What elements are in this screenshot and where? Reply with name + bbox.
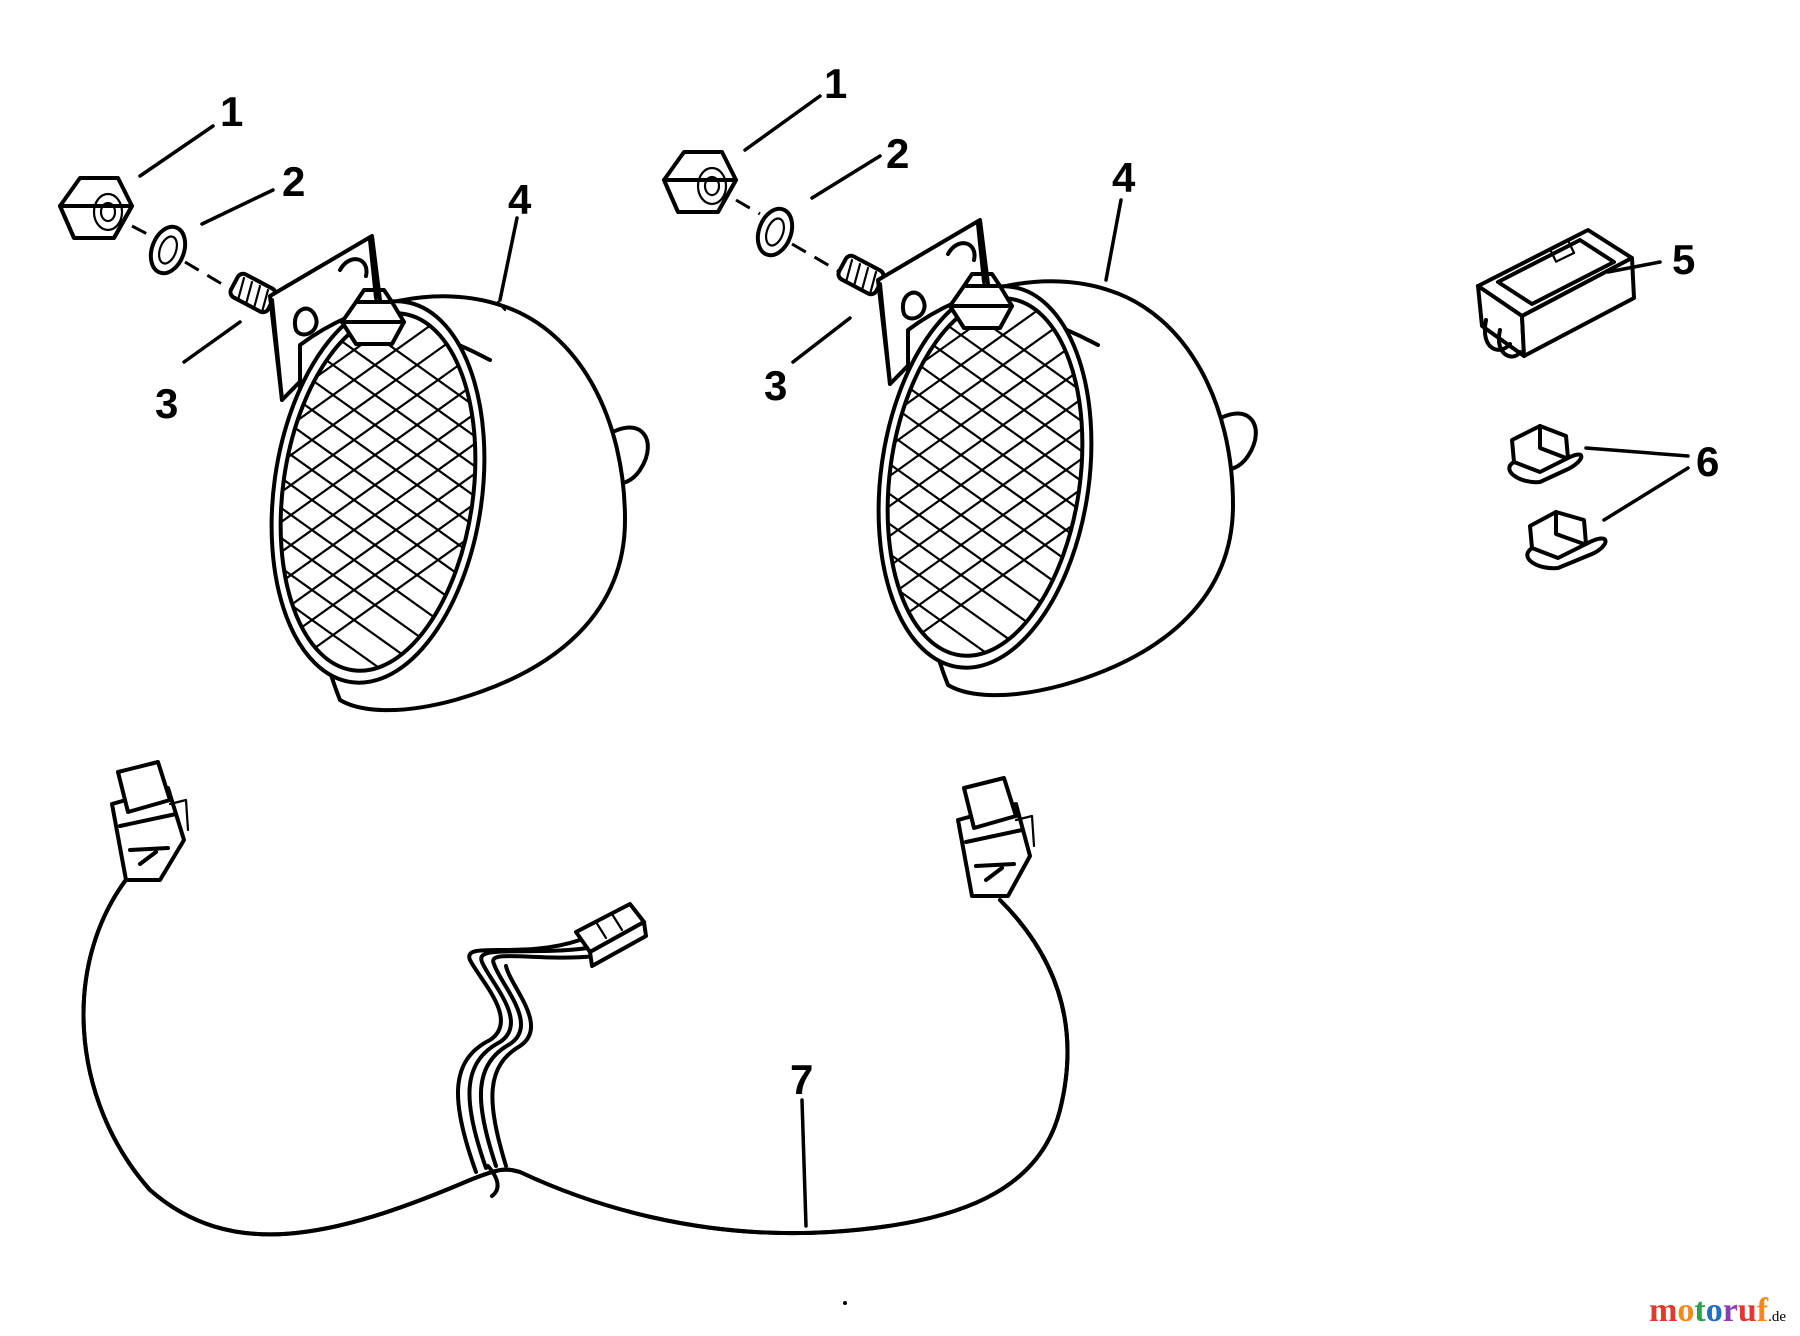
leader-lines xyxy=(138,94,1690,1228)
right-hex-nut xyxy=(662,150,738,214)
callout-left-lamp: 4 xyxy=(508,176,532,223)
right-top-hex-bolt xyxy=(948,272,1014,330)
left-top-hex-bolt xyxy=(340,288,406,346)
left-lamp-lens xyxy=(268,299,487,685)
callout-right-lamp: 4 xyxy=(1112,154,1136,201)
callout-right-bolt: 3 xyxy=(764,362,787,409)
watermark-tld: .de xyxy=(1768,1309,1786,1325)
watermark-letter: t xyxy=(1694,1292,1706,1329)
left-assembly-axis xyxy=(131,224,233,292)
watermark-letter: r xyxy=(1722,1292,1738,1329)
right-assembly-axis xyxy=(735,198,841,274)
right-lamp-assembly xyxy=(662,150,1258,698)
stray-dot xyxy=(843,1301,847,1305)
watermark-letter: m xyxy=(1649,1292,1678,1329)
harness-right-lamp-connector xyxy=(956,776,1036,898)
motoruf-watermark: motoruf.de xyxy=(1649,1292,1786,1330)
callout-left-bolt: 3 xyxy=(155,380,178,427)
wire-clip-upper xyxy=(1507,424,1584,485)
watermark-letter: o xyxy=(1705,1292,1723,1329)
wire-clip-lower xyxy=(1525,510,1608,571)
callout-clips: 6 xyxy=(1696,438,1719,485)
wiring-harness xyxy=(81,760,1070,1237)
callout-right-washer: 2 xyxy=(886,130,909,177)
callout-left-nut: 1 xyxy=(220,88,243,135)
left-lamp-assembly xyxy=(58,176,650,713)
callout-right-nut: 1 xyxy=(824,60,847,107)
callout-harness: 7 xyxy=(790,1056,813,1103)
right-lock-washer xyxy=(755,206,795,258)
left-lock-washer xyxy=(148,224,188,276)
right-lamp-lens xyxy=(875,284,1094,670)
watermark-letter: o xyxy=(1677,1292,1695,1329)
rocker-switch xyxy=(1476,228,1636,359)
left-hex-nut xyxy=(58,176,134,240)
watermark-letter: u xyxy=(1737,1292,1757,1329)
callout-left-washer: 2 xyxy=(282,158,305,205)
harness-switch-connector xyxy=(574,902,648,968)
watermark-letter: f xyxy=(1756,1292,1769,1329)
callout-numbers: 1 2 3 4 1 2 3 4 5 6 7 xyxy=(155,60,1719,1103)
watermark-text: motoruf xyxy=(1649,1292,1768,1329)
harness-left-lamp-connector xyxy=(110,760,190,882)
callout-switch: 5 xyxy=(1672,236,1695,283)
